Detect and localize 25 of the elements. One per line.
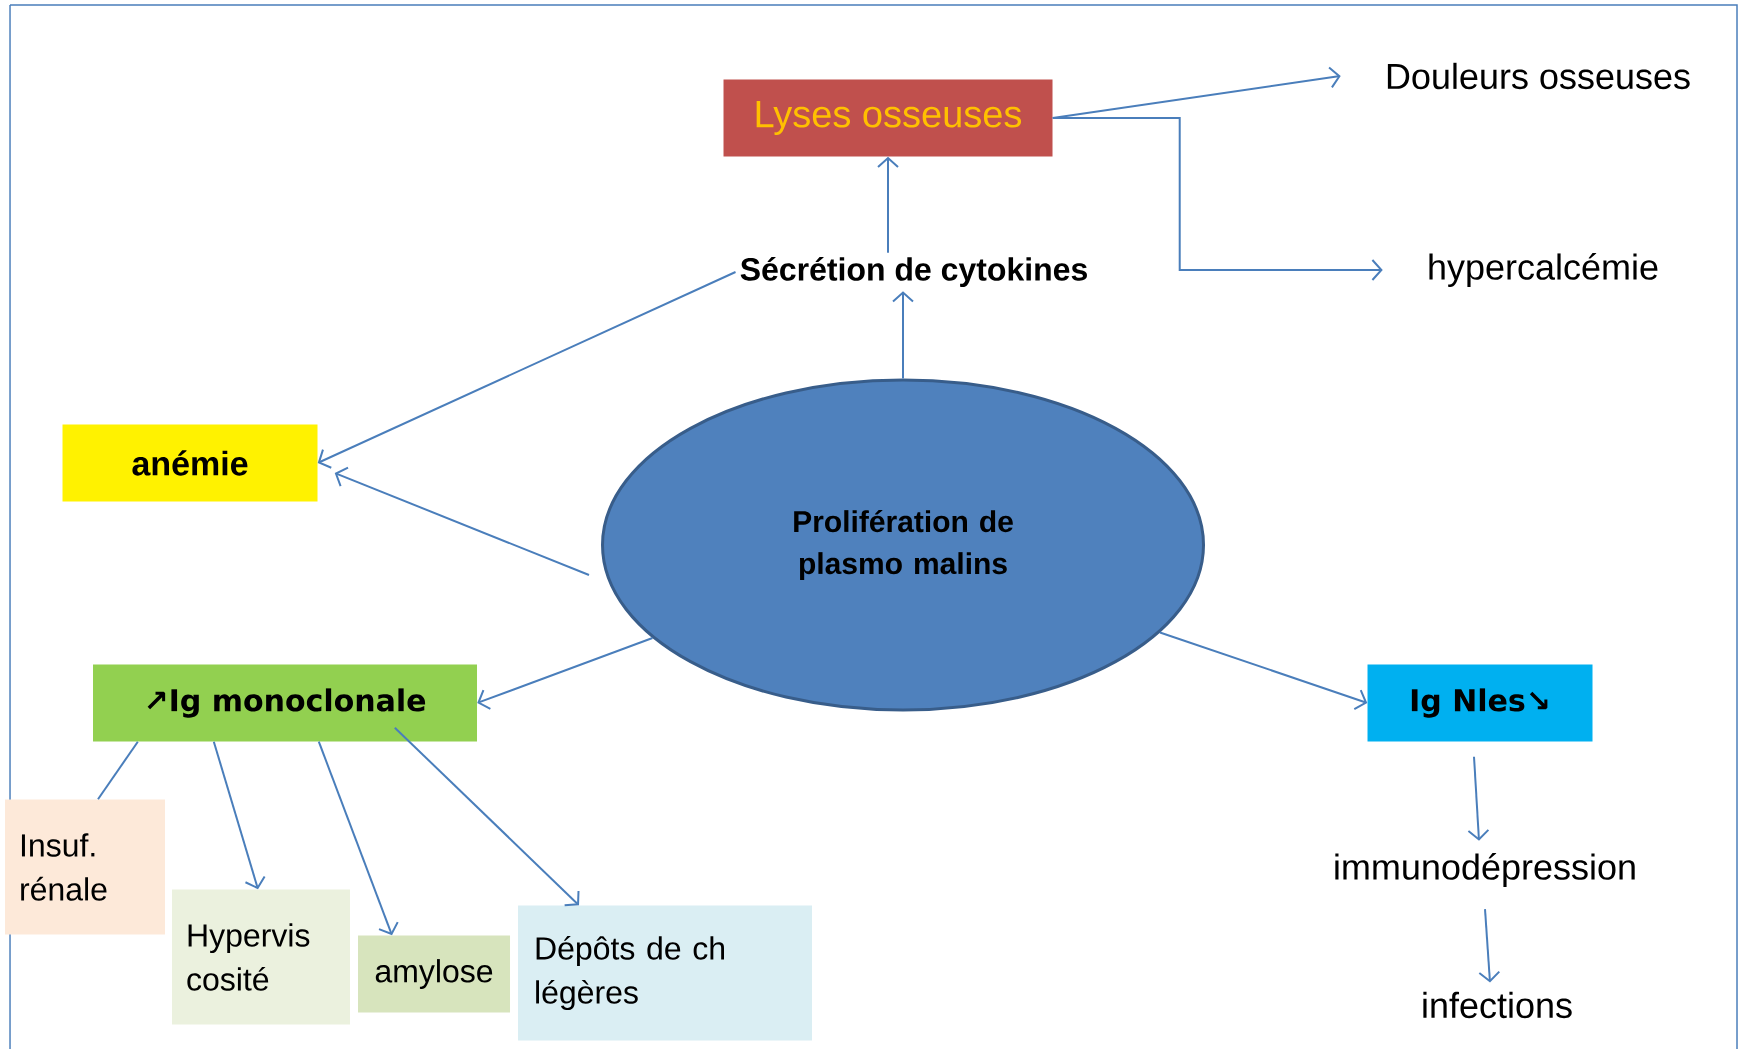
arrow	[477, 636, 654, 710]
arrow	[317, 271, 737, 469]
process-box: Insuf. rénale	[5, 799, 165, 935]
process-box: amylose	[358, 935, 510, 1013]
process-box: anémie	[62, 424, 318, 502]
process-box: Lyses osseuses	[723, 79, 1053, 157]
arrow	[892, 291, 914, 380]
arrow	[1159, 631, 1368, 711]
arrow	[334, 466, 590, 576]
process-text: Sécrétion de cytokines	[740, 256, 1087, 288]
arrow	[317, 740, 399, 936]
arrow	[1467, 755, 1490, 841]
outcome-text: infections	[1423, 991, 1572, 1019]
arrow	[877, 156, 899, 254]
process-box: Hypervis cosité	[172, 889, 350, 1025]
process-box: Ig Nles↘	[1367, 664, 1593, 742]
process-box: Dépôts de ch légères	[518, 905, 812, 1041]
arrow	[212, 740, 266, 890]
outcome-text: immunodépression	[1335, 853, 1635, 887]
process-box: ↗Ig monoclonale	[93, 664, 477, 742]
outcome-text: hypercalcémie	[1429, 253, 1658, 287]
outcome-text: Douleurs osseuses	[1387, 62, 1690, 90]
arrow	[1478, 908, 1501, 983]
arrow	[1051, 117, 1383, 281]
arrow	[393, 726, 580, 907]
